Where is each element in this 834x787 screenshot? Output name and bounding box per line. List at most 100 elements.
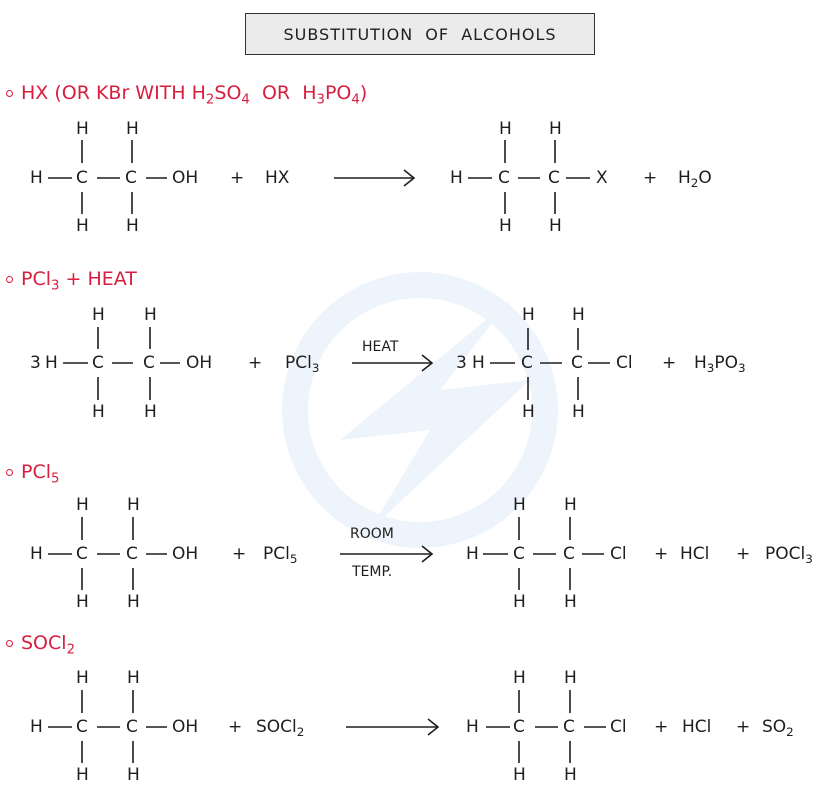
- atom-h: H: [572, 305, 585, 325]
- atom-h: H: [466, 544, 479, 564]
- atom-h: H: [499, 119, 512, 139]
- subscript: 2: [66, 642, 76, 658]
- atom-c: C: [513, 717, 525, 737]
- plus-sign: +: [736, 544, 751, 564]
- atom-h: H: [76, 592, 89, 612]
- halide-group: X: [596, 168, 608, 188]
- atom-h: H: [472, 353, 485, 373]
- atom-h: H: [30, 717, 43, 737]
- subscript: 3: [805, 552, 813, 567]
- atom-c: C: [513, 544, 525, 564]
- formula-text: POCl: [765, 544, 806, 564]
- atom-h: H: [92, 305, 105, 325]
- atom-h: H: [127, 495, 140, 515]
- heading-text: SOCl: [21, 632, 67, 654]
- plus-sign: +: [662, 353, 677, 373]
- subscript: 2: [786, 725, 794, 740]
- plus-sign: +: [643, 168, 658, 188]
- reagent: PCl5: [263, 546, 297, 566]
- formula-text: SOCl: [256, 717, 297, 737]
- atom-h: H: [564, 495, 577, 515]
- formula-text: H: [678, 168, 691, 188]
- atom-c: C: [498, 168, 510, 188]
- atom-c: C: [125, 168, 137, 188]
- byproduct-water: H2O: [678, 170, 712, 190]
- subscript: 3: [706, 361, 715, 376]
- plus-sign: +: [736, 717, 751, 737]
- subscript: 3: [51, 278, 60, 294]
- reagent: PCl3: [285, 355, 319, 375]
- page-title: SUBSTITUTION OF ALCOHOLS: [245, 13, 595, 55]
- formula-text: SO: [762, 717, 787, 737]
- atom-h: H: [76, 216, 89, 236]
- reagent: SOCl2: [256, 719, 304, 739]
- byproduct-so2: SO2: [762, 719, 794, 739]
- atom-c: C: [76, 717, 88, 737]
- chloride-group: Cl: [610, 544, 627, 564]
- plus-sign: +: [654, 717, 669, 737]
- hydroxyl-group: OH: [172, 717, 199, 737]
- arrow-condition: HEAT: [362, 339, 399, 355]
- formula-text: O: [698, 168, 712, 188]
- atom-c: C: [126, 717, 138, 737]
- atom-h: H: [30, 168, 43, 188]
- chloride-group: Cl: [616, 353, 633, 373]
- atom-c: C: [563, 544, 575, 564]
- byproduct-phosphorous-acid: H3PO3: [694, 355, 746, 375]
- reagent: HX: [265, 168, 290, 188]
- bullet-icon: [6, 276, 13, 283]
- atom-h: H: [564, 765, 577, 785]
- plus-sign: +: [228, 717, 243, 737]
- bullet-icon: [6, 640, 13, 647]
- hydroxyl-group: OH: [186, 353, 213, 373]
- atom-h: H: [144, 305, 157, 325]
- subscript: 4: [241, 92, 250, 108]
- bullet-icon: [6, 469, 13, 476]
- atom-h: H: [549, 216, 562, 236]
- atom-h: H: [522, 402, 535, 422]
- atom-c: C: [76, 544, 88, 564]
- plus-sign: +: [654, 544, 669, 564]
- atom-h: H: [76, 495, 89, 515]
- atom-h: H: [76, 668, 89, 688]
- subscript: 5: [51, 471, 60, 487]
- atom-h: H: [513, 592, 526, 612]
- atom-h: H: [513, 765, 526, 785]
- atom-h: H: [45, 353, 58, 373]
- atom-c: C: [521, 353, 533, 373]
- heading-text: PCl: [21, 268, 52, 290]
- coefficient: 3: [456, 353, 467, 373]
- formula-text: PCl: [263, 544, 290, 564]
- atom-h: H: [127, 765, 140, 785]
- atom-c: C: [76, 168, 88, 188]
- atom-h: H: [144, 402, 157, 422]
- reaction-2-heading: PCl3 + HEAT: [6, 268, 137, 294]
- atom-h: H: [513, 495, 526, 515]
- byproduct-pocl3: POCl3: [765, 546, 813, 566]
- heading-text: PO: [324, 82, 352, 104]
- hydroxyl-group: OH: [172, 168, 199, 188]
- atom-h: H: [513, 668, 526, 688]
- reaction-1-heading: HX (OR KBr WITH H2SO4 OR H3PO4): [6, 82, 367, 108]
- atom-h: H: [30, 544, 43, 564]
- bullet-icon: [6, 90, 13, 97]
- subscript: 2: [296, 725, 305, 740]
- subscript: 3: [311, 361, 320, 376]
- chloride-group: Cl: [610, 717, 627, 737]
- atom-h: H: [127, 592, 140, 612]
- subscript: 3: [738, 361, 746, 376]
- atom-h: H: [564, 592, 577, 612]
- heading-text: ): [359, 82, 368, 104]
- heading-text: OR H: [249, 82, 317, 104]
- byproduct-hcl: HCl: [680, 544, 710, 564]
- atom-h: H: [126, 216, 139, 236]
- coefficient: 3: [30, 353, 41, 373]
- heading-text: SO: [214, 82, 242, 104]
- subscript: 3: [316, 92, 325, 108]
- atom-h: H: [450, 168, 463, 188]
- atom-h: H: [466, 717, 479, 737]
- atom-h: H: [549, 119, 562, 139]
- plus-sign: +: [248, 353, 263, 373]
- heading-text: HX (OR KBr WITH H: [21, 82, 206, 104]
- atom-h: H: [499, 216, 512, 236]
